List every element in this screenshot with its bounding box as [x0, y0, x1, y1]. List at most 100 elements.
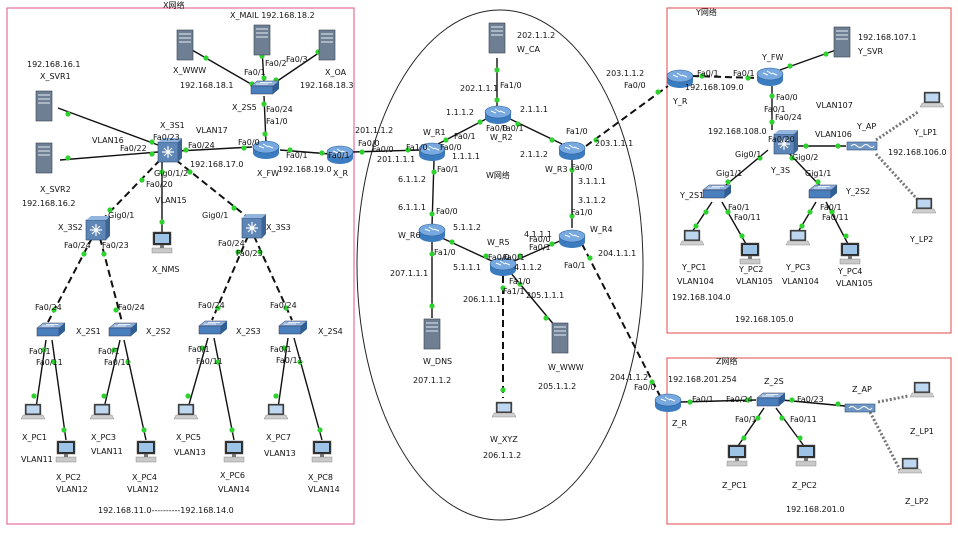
- annotation: Fa0/24: [188, 141, 215, 150]
- annotation: Fa0/3: [286, 55, 308, 64]
- annotation-labels: Fa0/1 Fa0/2 Fa0/3 Fa0/24 Fa1/0 Fa0/0 Fa0…: [29, 55, 947, 515]
- annotation: Fa1/0: [434, 248, 456, 257]
- x-pc3-laptop[interactable]: [89, 403, 115, 420]
- w-r3-router[interactable]: [558, 141, 586, 161]
- x-svr2-server[interactable]: [35, 142, 53, 174]
- link-xfw-x3s1: [177, 146, 253, 152]
- z-pc2-pc[interactable]: [795, 444, 817, 467]
- w-r4-router[interactable]: [558, 229, 586, 249]
- annotation: Fa0/11: [734, 213, 761, 222]
- x-svr1-server[interactable]: [35, 90, 53, 122]
- y-fw-router[interactable]: [756, 67, 784, 87]
- w-r6-router[interactable]: [418, 223, 446, 243]
- x-2s3-label: X_2S3: [236, 327, 261, 336]
- x-3s3-l3switch[interactable]: [241, 213, 267, 239]
- z-lp2-label: Z_LP2: [905, 497, 929, 506]
- annotation: Gig0/1: [735, 150, 761, 159]
- y-svr-server[interactable]: [833, 26, 851, 58]
- w-r3-label: W_R3: [545, 165, 568, 174]
- w-xyz-laptop[interactable]: [491, 401, 517, 418]
- region-w-title: W网络: [486, 170, 510, 180]
- x-www-server[interactable]: [176, 29, 194, 61]
- z-lp1-laptop[interactable]: [909, 381, 935, 398]
- y-lp1-laptop[interactable]: [919, 91, 945, 108]
- annotation: 192.168.104.0: [672, 293, 731, 302]
- w-www-ip: 205.1.1.2: [538, 382, 576, 391]
- annotation: Fa0/1: [820, 203, 842, 212]
- y-fw-label: Y_FW: [761, 53, 783, 62]
- x-2s5-switch[interactable]: [250, 80, 280, 95]
- x-pc1-laptop[interactable]: [20, 403, 46, 420]
- x-2s3-switch[interactable]: [198, 320, 228, 335]
- y-pc2-pc[interactable]: [739, 242, 761, 265]
- annotation: Fa0/24: [266, 105, 293, 114]
- x-2s1-switch[interactable]: [36, 322, 66, 337]
- x-pc8-vlan: VLAN14: [308, 485, 340, 494]
- z-ap-label: Z_AP: [852, 385, 872, 394]
- annotation: Gig0/2: [792, 153, 818, 162]
- region-y-box: [666, 7, 952, 334]
- annotation: Fa1/0: [266, 117, 288, 126]
- x-fw-label: X_FW: [257, 169, 279, 178]
- z-pc1-pc[interactable]: [726, 444, 748, 467]
- x-svr1-label: X_SVR1: [40, 72, 71, 81]
- z-2s-switch[interactable]: [756, 392, 786, 407]
- annotation: Fa0/1: [728, 203, 750, 212]
- w-ca-server[interactable]: [488, 22, 506, 54]
- x-2s2-label: X_2S2: [146, 327, 171, 336]
- x-www-label: X_WWW: [173, 66, 206, 75]
- y-pc3-laptop[interactable]: [785, 229, 811, 246]
- w-www-server[interactable]: [551, 322, 569, 354]
- annotation: Fa0/24: [726, 395, 753, 404]
- z-r-router[interactable]: [654, 393, 682, 413]
- x-pc6-pc[interactable]: [223, 440, 245, 463]
- y-lp2-laptop[interactable]: [911, 197, 937, 214]
- x-pc7-laptop[interactable]: [263, 403, 289, 420]
- annotation: Fa0/0: [776, 93, 798, 102]
- x-2s2-switch[interactable]: [108, 322, 138, 337]
- annotation: 206.1.1.1: [463, 295, 501, 304]
- y-r-label: Y_R: [672, 97, 688, 106]
- x-pc8-pc[interactable]: [311, 440, 333, 463]
- w-r2-router[interactable]: [484, 105, 512, 125]
- z-lp2-laptop[interactable]: [897, 457, 923, 474]
- x-pc4-pc[interactable]: [135, 440, 157, 463]
- z-r-label: Z_R: [672, 419, 687, 428]
- y-pc4-vlan: VLAN105: [836, 279, 873, 288]
- x-pc5-label: X_PC5: [176, 433, 201, 442]
- annotation: Fa1/0: [500, 81, 522, 90]
- x-3s3-label: X_3S3: [266, 223, 291, 232]
- z-pc2-label: Z_PC2: [792, 481, 817, 490]
- x-3s2-l3switch[interactable]: [85, 215, 111, 241]
- y-ap[interactable]: [846, 141, 878, 151]
- x-oa-server[interactable]: [318, 29, 336, 61]
- x-2s4-switch[interactable]: [278, 320, 308, 335]
- annotation: 192.168.11.0----------192.168.14.0: [98, 506, 234, 515]
- link-x2s3-xpc5: [187, 337, 209, 409]
- annotation: 203.1.1.1: [595, 139, 633, 148]
- annotation: 192.168.17.0: [190, 160, 243, 169]
- z-ap[interactable]: [844, 403, 876, 413]
- link-yap-ylp1: [875, 110, 919, 142]
- x-3s2-label: X_3S2: [58, 223, 83, 232]
- x-pc5-laptop[interactable]: [173, 403, 199, 420]
- annotation: VLAN106: [815, 130, 852, 139]
- annotation: 201.1.1.1: [377, 155, 415, 164]
- x-nms-pc[interactable]: [151, 231, 173, 254]
- link-wr4-zr: [581, 243, 661, 397]
- x-mail-server[interactable]: [253, 24, 271, 56]
- y-pc1-laptop[interactable]: [679, 229, 705, 246]
- annotation: Fa0/1: [733, 69, 755, 78]
- y-2s2-switch[interactable]: [808, 184, 838, 199]
- annotation: Fa0/1: [564, 261, 586, 270]
- w-dns-ip: 207.1.1.2: [413, 376, 451, 385]
- y-pc2-vlan: VLAN105: [736, 277, 773, 286]
- y-pc4-pc[interactable]: [839, 242, 861, 265]
- w-r2-label: W_R2: [490, 133, 513, 142]
- w-dns-server[interactable]: [423, 318, 441, 350]
- y-2s1-switch[interactable]: [702, 184, 732, 199]
- x-pc2-pc[interactable]: [55, 440, 77, 463]
- annotation: Fa0/11: [822, 213, 849, 222]
- x-pc4-label: X_PC4: [132, 473, 157, 482]
